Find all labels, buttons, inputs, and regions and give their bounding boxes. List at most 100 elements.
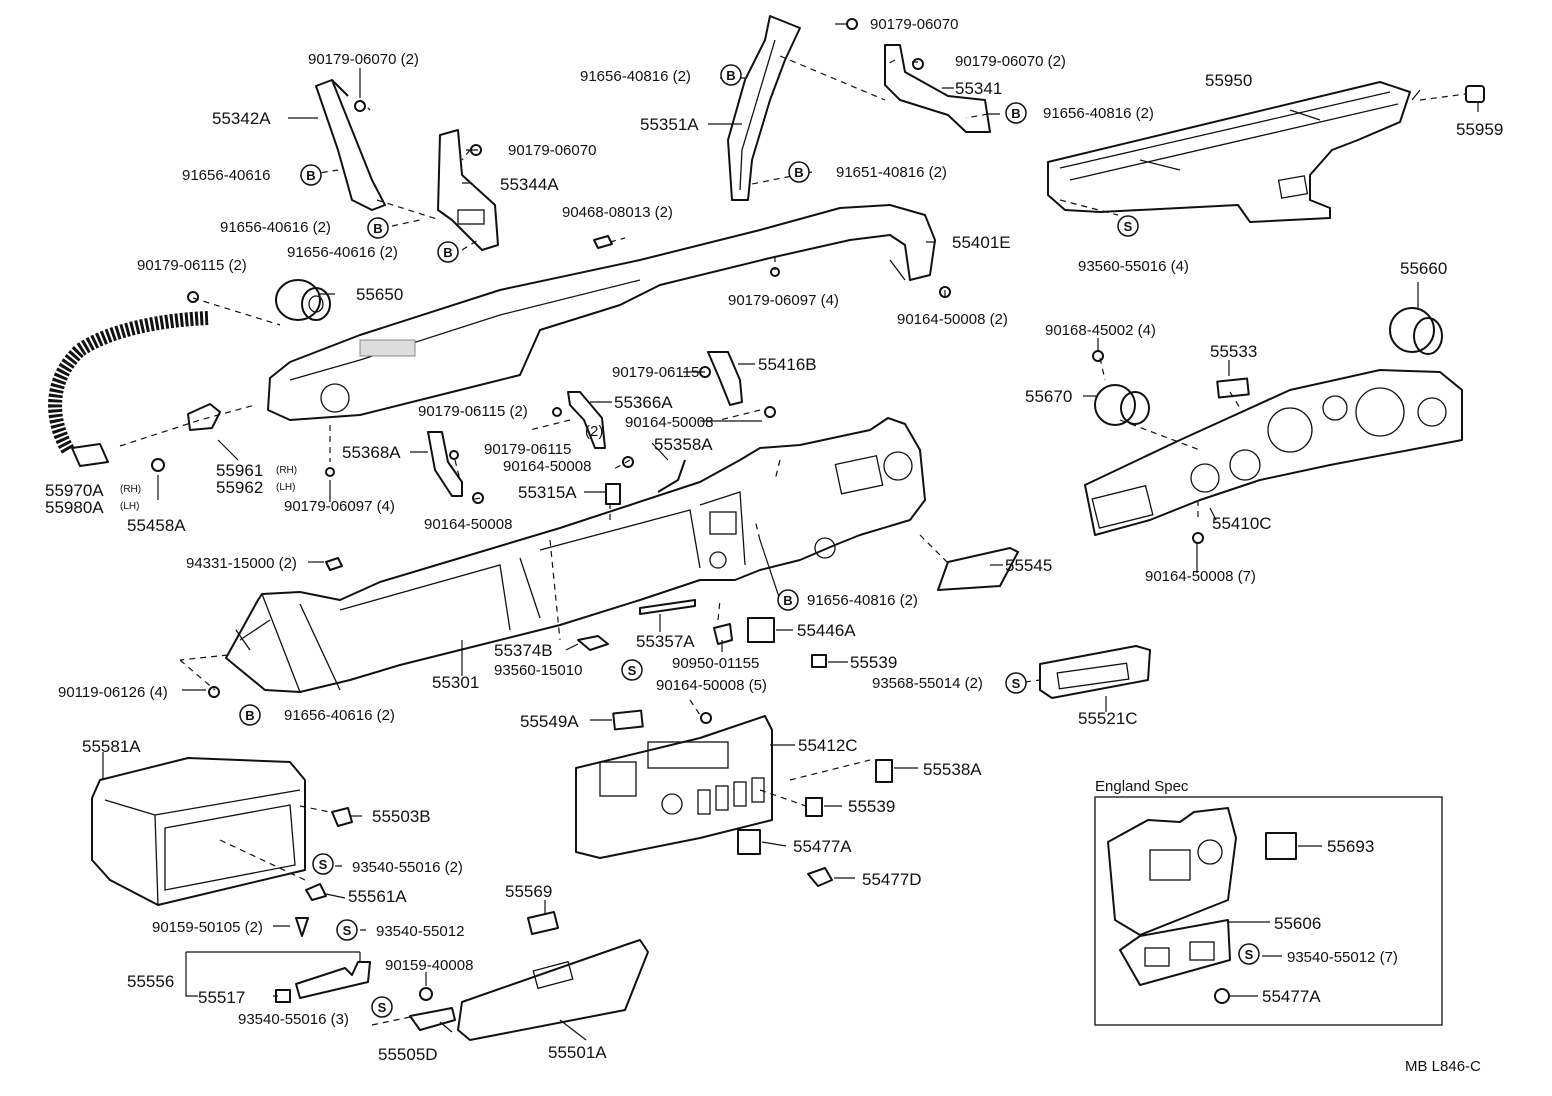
label-91656-40816-2: 91656-40816 (2) [1043, 105, 1154, 122]
label-90168-45002-4: 90168-45002 (4) [1045, 322, 1156, 339]
switch-55477a [737, 829, 761, 855]
label-55517: 55517 [198, 988, 245, 1007]
part-labels: 55342A 90179-06070 (2) 91656-40616 91656… [45, 16, 1503, 1075]
circled-symbols: B B B B B B B B S S S S S S S [239, 64, 1260, 1018]
label-england-spec: England Spec [1095, 778, 1189, 795]
label-55650: 55650 [356, 285, 403, 304]
screw-symbol: S [312, 853, 334, 875]
label-55341: 55341 [955, 79, 1002, 98]
label-55458A: 55458A [127, 516, 186, 535]
bolt-symbol: B [1005, 102, 1027, 124]
label-55351A: 55351A [640, 115, 699, 134]
plug-90950-01155 [713, 623, 733, 645]
label-93540-55012: 93540-55012 [376, 923, 464, 940]
label-90164-50008: 90164-50008 [625, 414, 713, 431]
label-90179-06070: 90179-06070 [870, 16, 958, 33]
label-90164-50008: 90164-50008 [503, 458, 591, 475]
label-55477D: 55477D [862, 870, 922, 889]
label-91656-40816-2: 91656-40816 (2) [580, 68, 691, 85]
label-55545: 55545 [1005, 556, 1052, 575]
label-55358A: 55358A [654, 435, 713, 454]
part-drawings [48, 15, 1485, 1041]
label-55556: 55556 [127, 972, 174, 991]
england-spec-box [1094, 796, 1443, 1026]
svg-text:B: B [726, 68, 735, 83]
label-55357A: 55357A [636, 632, 695, 651]
clip-55374b [577, 635, 609, 651]
lock-55569 [527, 911, 559, 935]
label-55581A: 55581A [82, 737, 141, 756]
label-55569: 55569 [505, 882, 552, 901]
label-91656-40616-2: 91656-40616 (2) [220, 219, 331, 236]
label-90179-06070-2: 90179-06070 (2) [308, 51, 419, 68]
label-93540-55012-7: 93540-55012 (7) [1287, 949, 1398, 966]
label-55501A: 55501A [548, 1043, 607, 1062]
label-55412C: 55412C [798, 736, 858, 755]
screw-90159-50105 [295, 917, 309, 937]
cap-55477d [807, 867, 833, 887]
label-93560-15010: 93560-15010 [494, 662, 582, 679]
svg-text:B: B [1011, 106, 1020, 121]
bracket-55342a [315, 79, 386, 211]
switch-55693 [1265, 832, 1297, 860]
dash-pad-55401e [267, 204, 936, 421]
bolt-symbol: B [437, 241, 459, 263]
label-55980A: 55980A [45, 498, 104, 517]
label-90179-06070-2: 90179-06070 (2) [955, 53, 1066, 70]
label-lh: (LH) [276, 482, 295, 493]
label-55315A: 55315A [518, 483, 577, 502]
label-55670: 55670 [1025, 387, 1072, 406]
small-fasteners [151, 18, 1204, 724]
label-91656-40616-2: 91656-40616 (2) [287, 244, 398, 261]
svg-text:S: S [343, 923, 352, 938]
label-rh: (RH) [120, 484, 141, 495]
label-55505D: 55505D [378, 1045, 438, 1064]
label-90468-08013-2: 90468-08013 (2) [562, 204, 673, 221]
label-55301: 55301 [432, 673, 479, 692]
label-90179-06097-4: 90179-06097 (4) [728, 292, 839, 309]
clip-55539-b [805, 797, 823, 817]
screw-symbol: S [1117, 215, 1139, 237]
cap-55477a-eng [1214, 988, 1230, 1004]
label-55533: 55533 [1210, 342, 1257, 361]
label-55959: 55959 [1456, 120, 1503, 139]
label-2: (2) [585, 423, 603, 440]
svg-text:S: S [319, 857, 328, 872]
glove-door-55501a [457, 939, 649, 1041]
svg-text:B: B [306, 168, 315, 183]
svg-text:S: S [628, 663, 637, 678]
label-93540-55016-2: 93540-55016 (2) [352, 859, 463, 876]
label-90159-40008: 90159-40008 [385, 957, 473, 974]
vent-55650 [275, 279, 331, 321]
vent-55660 [1389, 307, 1443, 355]
label-55538A: 55538A [923, 760, 982, 779]
label-55477A: 55477A [793, 837, 852, 856]
label-55446A: 55446A [797, 621, 856, 640]
clip-55539-a [811, 654, 827, 668]
label-55416B: 55416B [758, 355, 817, 374]
label-55410C: 55410C [1212, 514, 1272, 533]
bolt-symbol: B [239, 704, 261, 726]
svg-text:B: B [245, 708, 254, 723]
label-55961: 55961 [216, 461, 263, 480]
label-91656-40616: 91656-40616 [182, 167, 270, 184]
label-90179-06115: 90179-06115 [484, 441, 571, 458]
bracket-55505d [409, 1007, 456, 1031]
label-55539: 55539 [850, 653, 897, 672]
duct-55950-vent [1277, 175, 1309, 199]
label-55374B: 55374B [494, 641, 553, 660]
england-spec-panel [1107, 807, 1237, 936]
label-90159-50105-2: 90159-50105 (2) [152, 919, 263, 936]
bracket-55341 [884, 44, 991, 133]
label-55549A: 55549A [520, 712, 579, 731]
label-55962: 55962 [216, 478, 263, 497]
clip-55961 [187, 403, 221, 431]
drawing-code: MB L846-C [1405, 1058, 1481, 1075]
svg-text:B: B [373, 221, 382, 236]
bracket-55344a-slot [457, 209, 485, 225]
label-94331-15000-2: 94331-15000 (2) [186, 555, 297, 572]
screw-symbol: S [1005, 672, 1027, 694]
label-91651-40816-2: 91651-40816 (2) [836, 164, 947, 181]
svg-text:B: B [794, 165, 803, 180]
